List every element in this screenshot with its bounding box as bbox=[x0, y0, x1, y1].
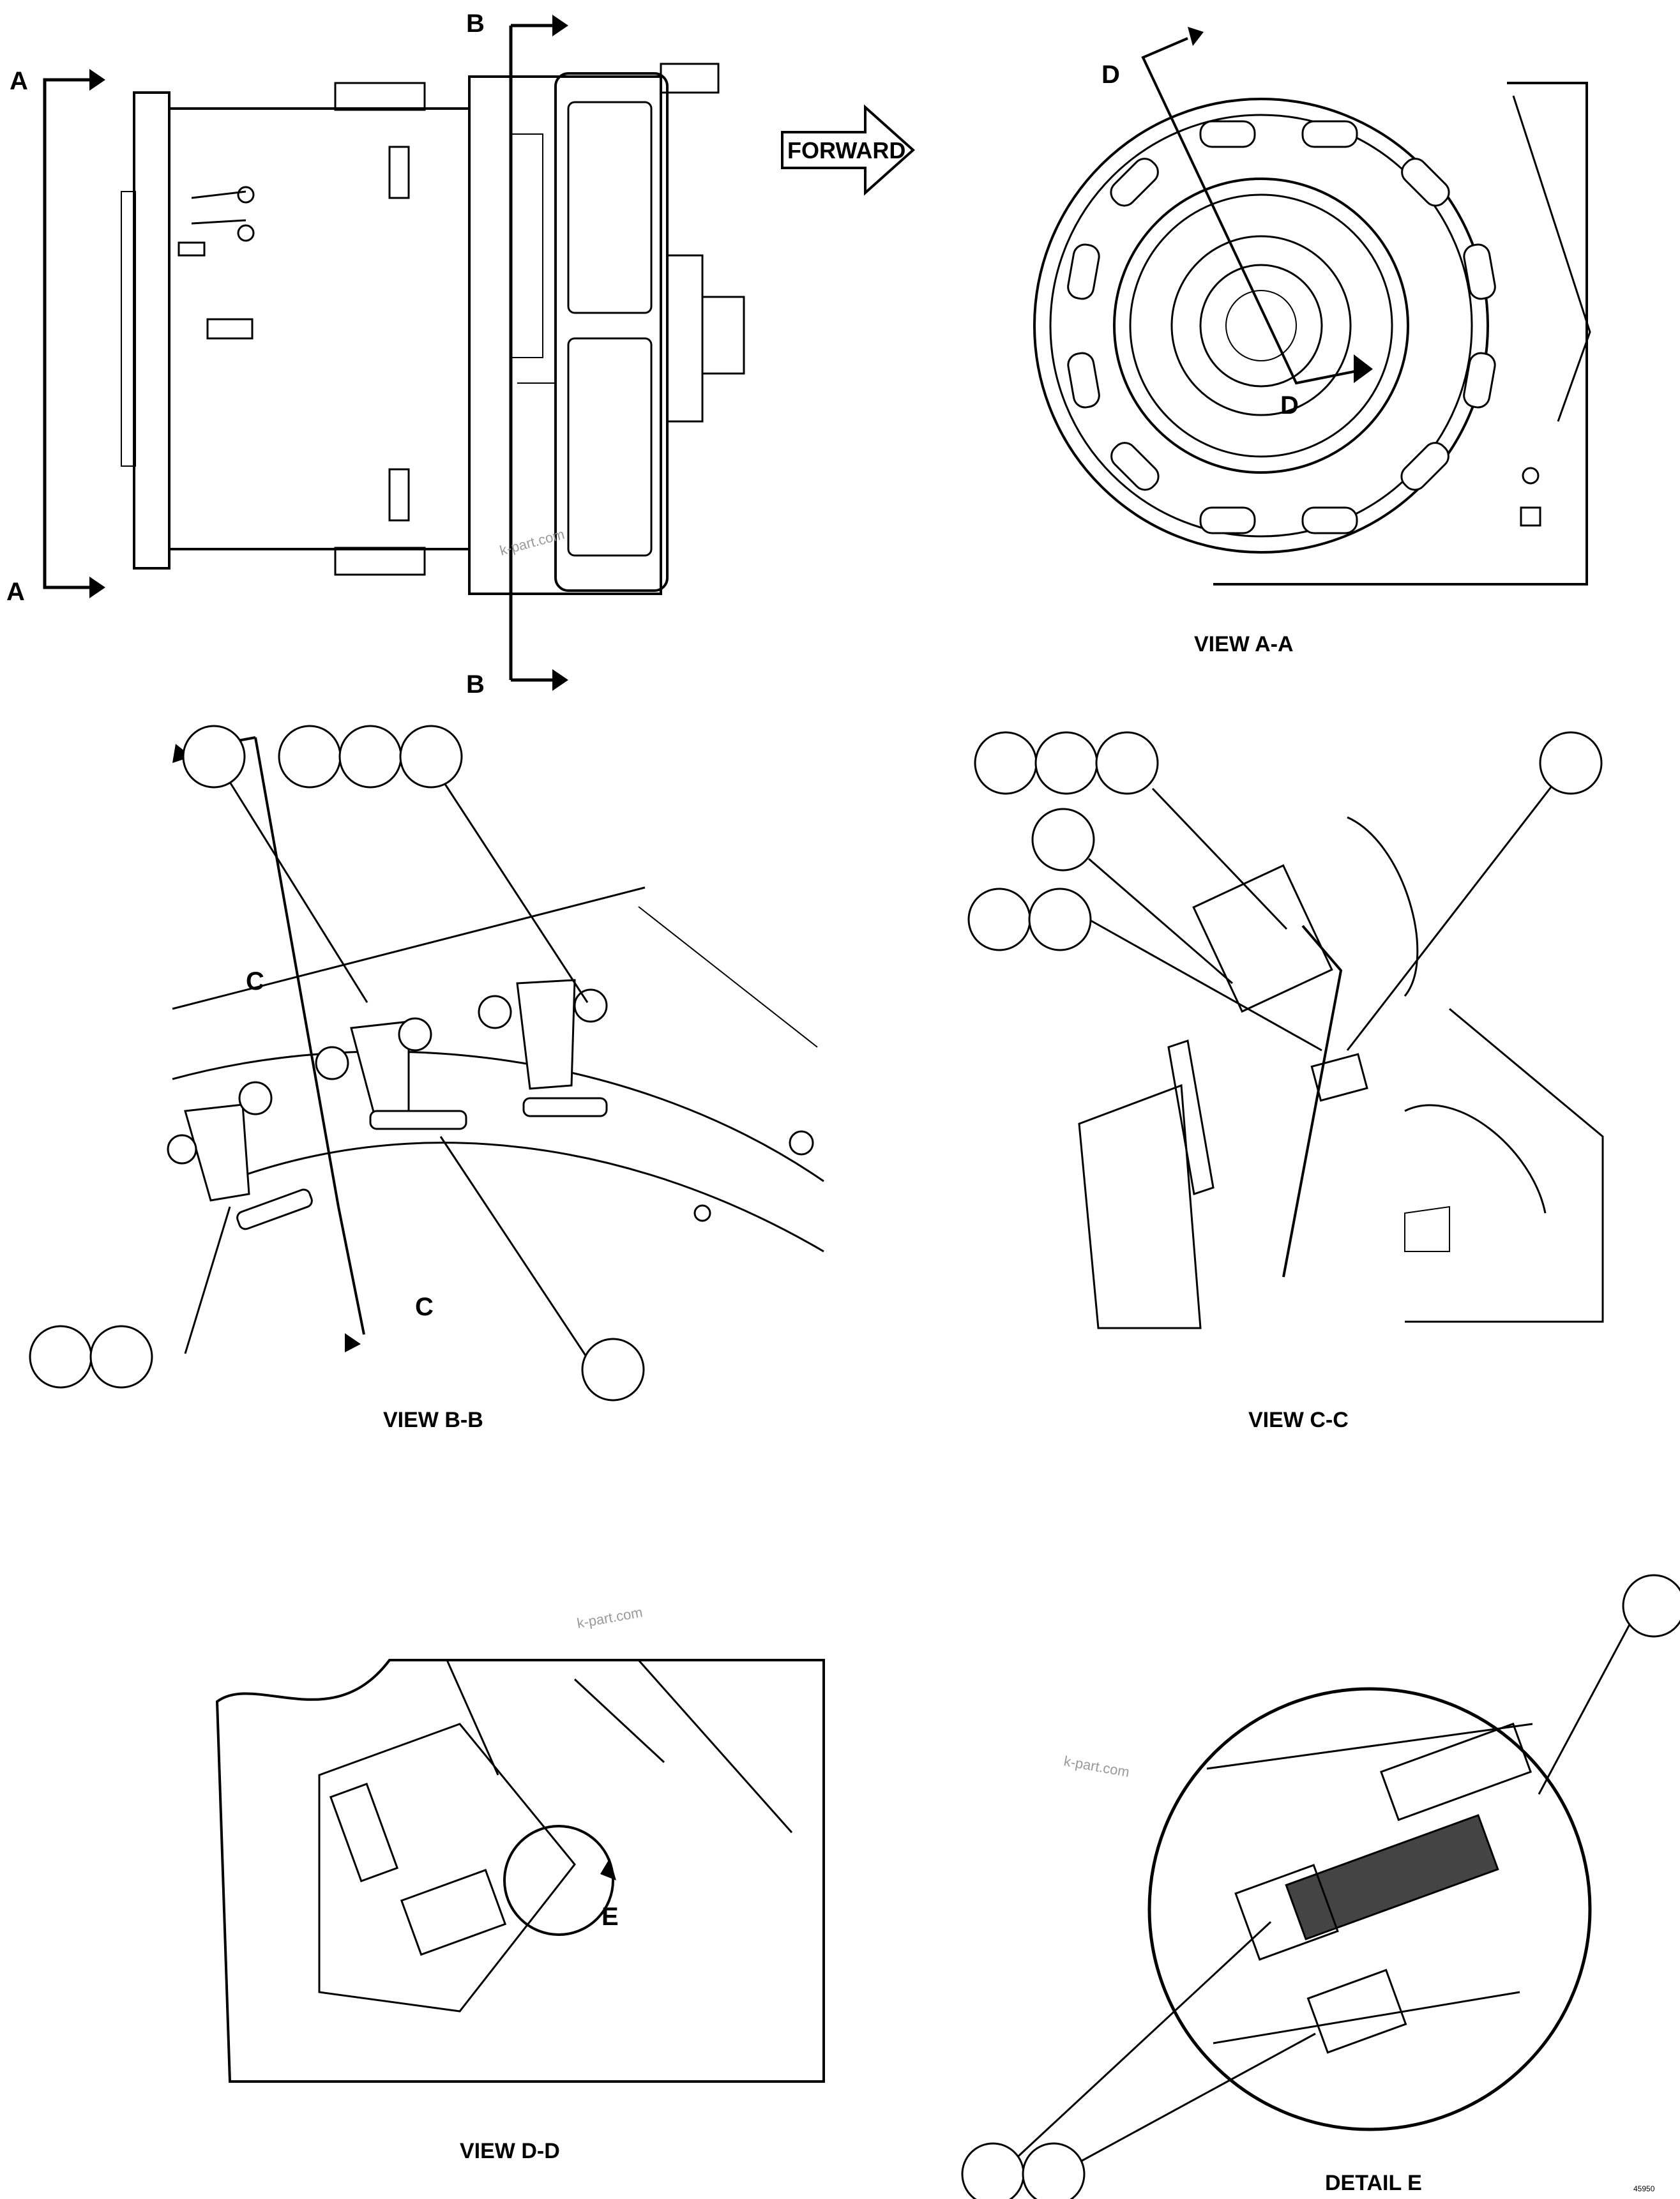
callout-bubble bbox=[1028, 888, 1092, 951]
section-c-label-bottom: C bbox=[415, 1293, 434, 1321]
detail-e-label: E bbox=[602, 1903, 619, 1931]
section-c-label-top: C bbox=[246, 967, 264, 995]
detail-e: k-part.com DETAIL E 45950 bbox=[961, 1574, 1680, 2199]
drawing-number: 45950 bbox=[1633, 2184, 1655, 2193]
callout-bubble bbox=[1539, 731, 1603, 795]
callout-bubble bbox=[974, 731, 1038, 795]
forward-arrow: FORWARD bbox=[781, 104, 916, 196]
view-dd-caption: VIEW D-D bbox=[460, 2139, 560, 2163]
callout-bubble bbox=[89, 1325, 153, 1389]
view-aa: D D VIEW A-A bbox=[1033, 27, 1591, 656]
view-bb-caption: VIEW B-B bbox=[383, 1408, 483, 1432]
callout-bubble bbox=[1034, 731, 1098, 795]
section-d-label-bottom: D bbox=[1280, 391, 1299, 419]
callout-bubble bbox=[1022, 2142, 1086, 2199]
callout-bubble bbox=[1031, 808, 1095, 872]
section-b-label-top: B bbox=[466, 10, 485, 38]
callout-bubble bbox=[278, 725, 342, 789]
view-bb: C C VIEW B-B bbox=[29, 725, 824, 1432]
section-a-label-top: A bbox=[10, 67, 28, 95]
view-dd: E k-part.com VIEW D-D bbox=[215, 1604, 825, 2163]
callout-bubble bbox=[338, 725, 402, 789]
callout-bubble bbox=[967, 888, 1031, 951]
view-cc-caption: VIEW C-C bbox=[1248, 1408, 1349, 1432]
section-d-label-top: D bbox=[1101, 61, 1120, 89]
callout-bubble bbox=[1622, 1574, 1680, 1638]
section-b-label-bottom: B bbox=[466, 670, 485, 699]
section-a-label-bottom: A bbox=[6, 578, 25, 606]
callout-bubble bbox=[29, 1325, 93, 1389]
callout-bubble bbox=[182, 725, 246, 789]
stator-brackets bbox=[167, 979, 814, 1230]
view-aa-caption: VIEW A-A bbox=[1194, 632, 1294, 656]
watermark: k-part.com bbox=[1063, 1753, 1131, 1780]
callout-bubble bbox=[961, 2142, 1025, 2199]
detail-e-caption: DETAIL E bbox=[1325, 2171, 1422, 2195]
watermark: k-part.com bbox=[576, 1604, 644, 1631]
forward-label: FORWARD bbox=[787, 137, 905, 163]
side-view: A A B B k-part.com bbox=[6, 10, 745, 699]
view-cc: VIEW C-C bbox=[967, 731, 1604, 1432]
callout-bubble bbox=[1095, 731, 1159, 795]
threaded-stud bbox=[1285, 1814, 1499, 1940]
callout-bubble bbox=[399, 725, 463, 789]
stator-pads bbox=[1067, 120, 1496, 534]
callout-bubble bbox=[581, 1338, 645, 1402]
